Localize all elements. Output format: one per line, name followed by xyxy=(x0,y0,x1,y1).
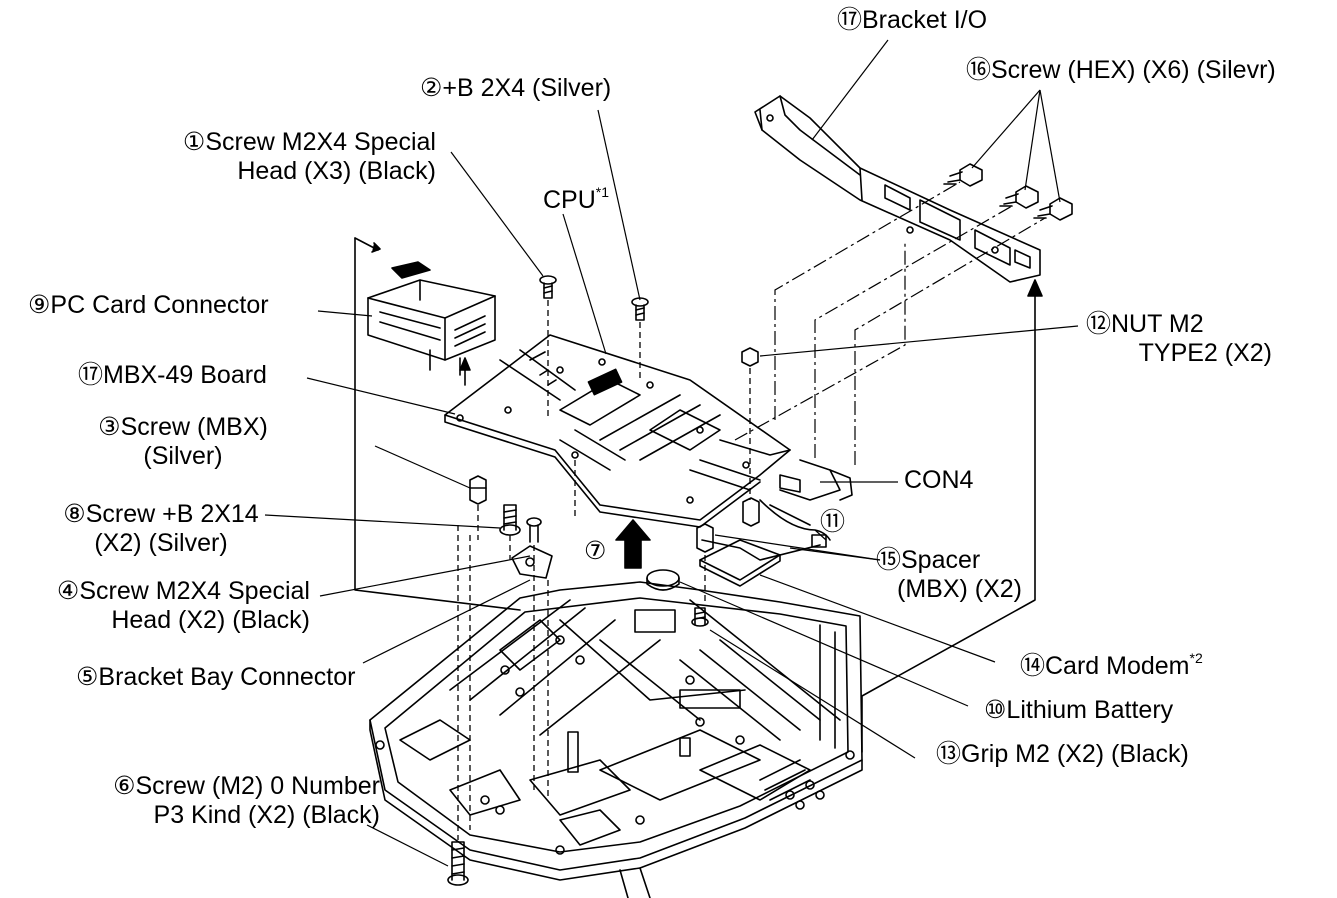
label-screw-b-2x14: ⑧Screw +B 2X14 (X2) (Silver) xyxy=(56,500,266,558)
label-screw-m2x4-2-line1: ④Screw M2X4 Special xyxy=(56,577,310,605)
label-pc-card-connector: ⑨PC Card Connector xyxy=(28,291,269,319)
screw-6 xyxy=(447,841,469,886)
label-card-modem-text: ⑭Card Modem xyxy=(1020,652,1190,680)
spacers-15 xyxy=(696,497,760,553)
removal-arrow xyxy=(615,519,651,569)
screw-1 xyxy=(539,275,557,299)
label-screw-m2x4-3-line2: Head (X3) (Black) xyxy=(237,157,436,185)
label-lithium-battery: ⑩Lithium Battery xyxy=(984,696,1174,724)
label-spacer: ⑮Spacer (MBX) (X2) xyxy=(876,546,1022,604)
screw-8 xyxy=(499,504,521,536)
label-screw-b-2x14-line1: ⑧Screw +B 2X14 xyxy=(63,500,259,528)
label-screw-m2x4-3: ①Screw M2X4 Special Head (X3) (Black) xyxy=(128,128,436,186)
label-screw-m2x4-3-line1: ①Screw M2X4 Special xyxy=(182,128,436,156)
label-screw-b-2x14-line2: (X2) (Silver) xyxy=(94,529,228,557)
label-card-modem: ⑭Card Modem*2 xyxy=(1020,650,1203,681)
label-cpu: CPU*1 xyxy=(543,184,610,215)
label-screw-hex: ⑯Screw (HEX) (X6) (Silevr) xyxy=(966,56,1276,84)
label-screw-m2-p3-line1: ⑥Screw (M2) 0 Number xyxy=(113,772,380,800)
connector-11 xyxy=(811,534,827,548)
label-nut-m2-line1: ⑫NUT M2 xyxy=(1086,310,1204,338)
label-screw-m2-p3-line2: P3 Kind (X2) (Black) xyxy=(153,801,380,829)
label-mbx-board: ⑰MBX-49 Board xyxy=(78,361,267,389)
nut-12 xyxy=(741,347,759,367)
screw-3 xyxy=(469,475,487,505)
label-screw-mbx-line2: (Silver) xyxy=(143,442,223,470)
label-screw-m2-p3: ⑥Screw (M2) 0 Number P3 Kind (X2) (Black… xyxy=(40,772,380,830)
leader-lines xyxy=(264,39,1079,867)
pc-card-connector xyxy=(367,261,496,386)
right-route-line xyxy=(861,279,1043,753)
label-screw-mbx-line1: ③Screw (MBX) xyxy=(98,413,268,441)
label-screw-mbx: ③Screw (MBX) (Silver) xyxy=(88,413,278,471)
lithium-battery xyxy=(646,569,680,591)
label-bracket-bay: ⑤Bracket Bay Connector xyxy=(76,663,356,691)
label-screw-m2x4-2: ④Screw M2X4 Special Head (X2) (Black) xyxy=(32,577,310,635)
label-b-2x4: ②+B 2X4 (Silver) xyxy=(420,74,612,102)
mbx-board xyxy=(444,334,853,561)
bracket-io xyxy=(754,95,1041,283)
label-nut-m2-line2: TYPE2 (X2) xyxy=(1138,339,1272,367)
bracket-frame-wire xyxy=(354,237,521,611)
label-con4: CON4 xyxy=(904,466,974,494)
label-card-modem-note: *2 xyxy=(1189,650,1203,666)
label-cpu-text: CPU xyxy=(543,186,596,214)
label-callout-7: ⑦ xyxy=(584,537,607,565)
label-bracket-io: ⑰Bracket I/O xyxy=(837,6,988,34)
bottom-case xyxy=(369,581,863,898)
label-callout-11: ⑪ xyxy=(820,508,846,536)
label-cpu-note: *1 xyxy=(595,184,610,200)
label-nut-m2: ⑫NUT M2 TYPE2 (X2) xyxy=(1086,310,1272,368)
label-grip-m2: ⑬Grip M2 (X2) (Black) xyxy=(936,740,1189,768)
label-screw-m2x4-2-line2: Head (X2) (Black) xyxy=(111,606,310,634)
label-spacer-line2: (MBX) (X2) xyxy=(897,575,1022,603)
screw-4-and-bracket-bay xyxy=(511,517,553,579)
hex-screws xyxy=(943,163,1073,221)
screw-2 xyxy=(631,297,649,321)
card-modem xyxy=(699,539,781,587)
label-spacer-line1: ⑮Spacer xyxy=(876,546,981,574)
grip-13 xyxy=(691,607,709,627)
